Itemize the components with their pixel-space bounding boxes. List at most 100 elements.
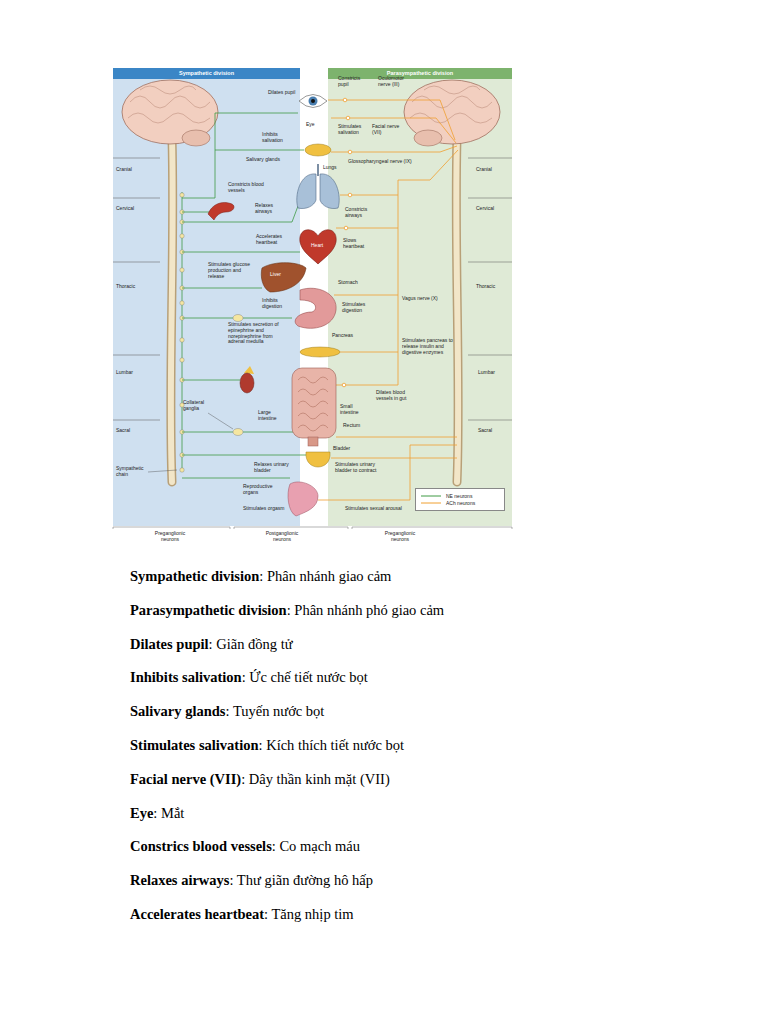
bracket-line	[352, 527, 512, 529]
neuron-label: Postganglionic neurons	[262, 531, 302, 543]
brain-illustration	[182, 130, 210, 146]
organ-illustration	[299, 95, 327, 108]
effect-label: Constricts pupil	[338, 76, 368, 88]
bracket-line	[113, 527, 230, 529]
division-header: Sympathetic division	[113, 68, 300, 79]
organ-illustration	[297, 174, 316, 209]
effect-label: Slows heartbeat	[343, 238, 373, 250]
effect-label: Stimulates urinary bladder to contract	[335, 462, 380, 474]
vocabulary-translation: : Phân nhánh phó giao cảm	[287, 602, 444, 619]
effect-label: Constricts airways	[345, 207, 375, 219]
organ-label: Rectum	[343, 423, 365, 429]
sympathetic-nerve	[182, 212, 210, 213]
region-label: Lumbar	[478, 370, 508, 376]
sympathetic-nerve	[182, 478, 290, 479]
parasympathetic-nerve	[331, 458, 457, 459]
region-divider	[468, 262, 512, 263]
parasympathetic-nerve	[348, 150, 352, 154]
effect-label: Stimulates orgasm	[243, 506, 287, 512]
region-label: Sacral	[478, 428, 508, 434]
vocabulary-translation: : Phân nhánh giao cảm	[259, 568, 391, 585]
region-label: Lumbar	[116, 370, 156, 376]
vocabulary-translation: : Ức chế tiết nước bọt	[242, 669, 368, 686]
organ-illustration	[208, 202, 234, 220]
organ-illustration	[244, 366, 254, 374]
vocabulary-term: Sympathetic division	[130, 568, 259, 585]
organ-label: Liver	[270, 272, 290, 278]
sympathetic-nerve	[182, 252, 300, 253]
header-text: Sympathetic division	[116, 70, 297, 77]
vocabulary-term: Accelerates heartbeat	[130, 906, 264, 923]
vocabulary-term: Eye	[130, 805, 153, 822]
effect-label: Accelerates heartbeat	[256, 234, 288, 246]
panel-background	[113, 68, 300, 526]
parasympathetic-nerve	[343, 98, 347, 102]
parasympathetic-nerve	[348, 193, 352, 197]
panel-background	[328, 68, 512, 526]
effect-label: Constricts blood vessels	[228, 182, 264, 194]
organ-illustration	[240, 373, 254, 393]
parasympathetic-nerve	[336, 150, 458, 385]
ganglion-chain	[180, 338, 184, 342]
vocabulary-term: Facial nerve (VII)	[130, 771, 241, 788]
region-divider	[113, 198, 160, 199]
effect-label: Inhibits salivation	[262, 132, 292, 144]
legend-text: ACh neurons	[446, 500, 475, 506]
ganglion-chain	[180, 192, 184, 472]
neuron-label: Preganglionic neurons	[150, 531, 190, 543]
parasympathetic-nerve	[346, 116, 350, 120]
organ-label: Lungs	[323, 165, 343, 171]
organ-illustration	[320, 174, 339, 209]
bracket-line	[113, 527, 512, 529]
region-divider	[113, 262, 160, 263]
ganglion-chain	[180, 193, 184, 197]
legend-item: ACh neurons	[420, 500, 500, 506]
organ-illustration	[305, 144, 331, 156]
vocabulary-translation: : Giãn đồng tử	[209, 636, 293, 653]
sympathetic-nerve	[182, 318, 233, 319]
organ-label: Pancreas	[332, 333, 357, 339]
parasympathetic-nerve	[342, 383, 346, 387]
spinal-cord	[171, 138, 459, 482]
region-label: Cranial	[476, 167, 506, 173]
organ-illustration	[288, 482, 318, 516]
sympathetic-nerve	[233, 315, 243, 322]
panel-background	[113, 68, 512, 526]
organ-illustration	[292, 368, 336, 438]
sympathetic-nerve	[182, 432, 233, 433]
bracket-line	[234, 527, 348, 529]
spinal-cord	[456, 138, 458, 482]
organ-label: Small intestine	[340, 404, 368, 416]
brain-illustration	[128, 86, 210, 123]
vocabulary-term: Constrics blood vessels	[130, 838, 272, 855]
effect-label: Stimulates sexual arousal	[345, 506, 405, 512]
nerve-label: Glossopharyngeal nerve (IX)	[348, 159, 423, 165]
parasympathetic-nerve	[331, 118, 456, 143]
legend-box: NE neuronsACh neurons	[415, 488, 505, 511]
parasympathetic-nerve	[344, 226, 348, 230]
effect-label: Relaxes urinary bladder	[254, 462, 289, 474]
organ-illustration	[208, 95, 340, 517]
effect-label: Stimulates secretion of epinephrine and …	[228, 322, 280, 345]
nerve-label: Facial nerve (VII)	[372, 124, 400, 136]
sympathetic-nerve	[243, 432, 294, 433]
vocabulary-term: Dilates pupil	[130, 636, 209, 653]
sympathetic-nerve	[233, 429, 243, 436]
effect-label: Stimulates glucose production and releas…	[208, 262, 256, 279]
region-divider	[113, 355, 160, 356]
effect-label: Stimulates digestion	[342, 302, 372, 314]
organ-illustration	[317, 164, 319, 176]
vocabulary-term: Relaxes airways	[130, 872, 229, 889]
ganglia-label: Collateral ganglia	[183, 400, 211, 412]
effect-label: Dilates pupil	[268, 90, 296, 96]
ganglion-chain	[180, 468, 184, 472]
organ-illustration	[300, 347, 340, 357]
organ-label: Eye	[306, 122, 320, 128]
effect-label: Stimulates pancreas to release insulin a…	[402, 338, 457, 355]
nerve-label: Vagus nerve (X)	[402, 296, 442, 302]
sympathetic-nerve	[182, 113, 306, 478]
brain-illustration	[414, 130, 442, 146]
vocabulary-term: Salivary glands	[130, 703, 225, 720]
spinal-cord	[171, 138, 173, 482]
